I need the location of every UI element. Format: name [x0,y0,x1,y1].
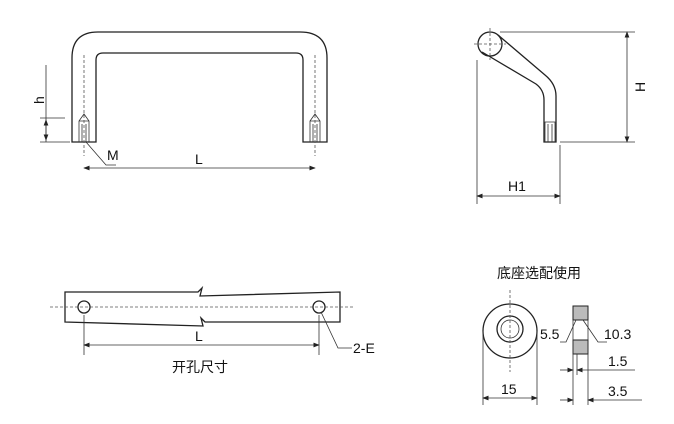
h-dim-label: H [632,82,648,92]
h-label: h [31,96,47,104]
base-caption: 底座选配使用 [497,265,581,281]
handle-outline [71,31,328,143]
mount-hole-left [77,300,91,314]
diameter-label: 15 [501,381,517,397]
outer-dim-label: 10.3 [604,326,631,342]
inner-dim-label: 5.5 [540,326,560,342]
base-detail: 底座选配使用 15 5.5 10.3 1.5 3.5 [482,265,642,405]
front-view: h M L [31,31,328,171]
mount-hole-right [312,300,326,314]
side-view: H H1 [474,28,648,204]
thickness-dim-label: 3.5 [608,383,628,399]
hole-label: 2-E [353,340,375,356]
h1-label: H1 [508,178,526,194]
step-dim-label: 1.5 [608,353,628,369]
bottom-l-label: L [195,328,203,344]
m-label: M [107,147,119,163]
cutout-caption: 开孔尺寸 [172,359,228,375]
l-label: L [195,151,203,167]
bottom-view: L 2-E 开孔尺寸 [50,285,375,375]
